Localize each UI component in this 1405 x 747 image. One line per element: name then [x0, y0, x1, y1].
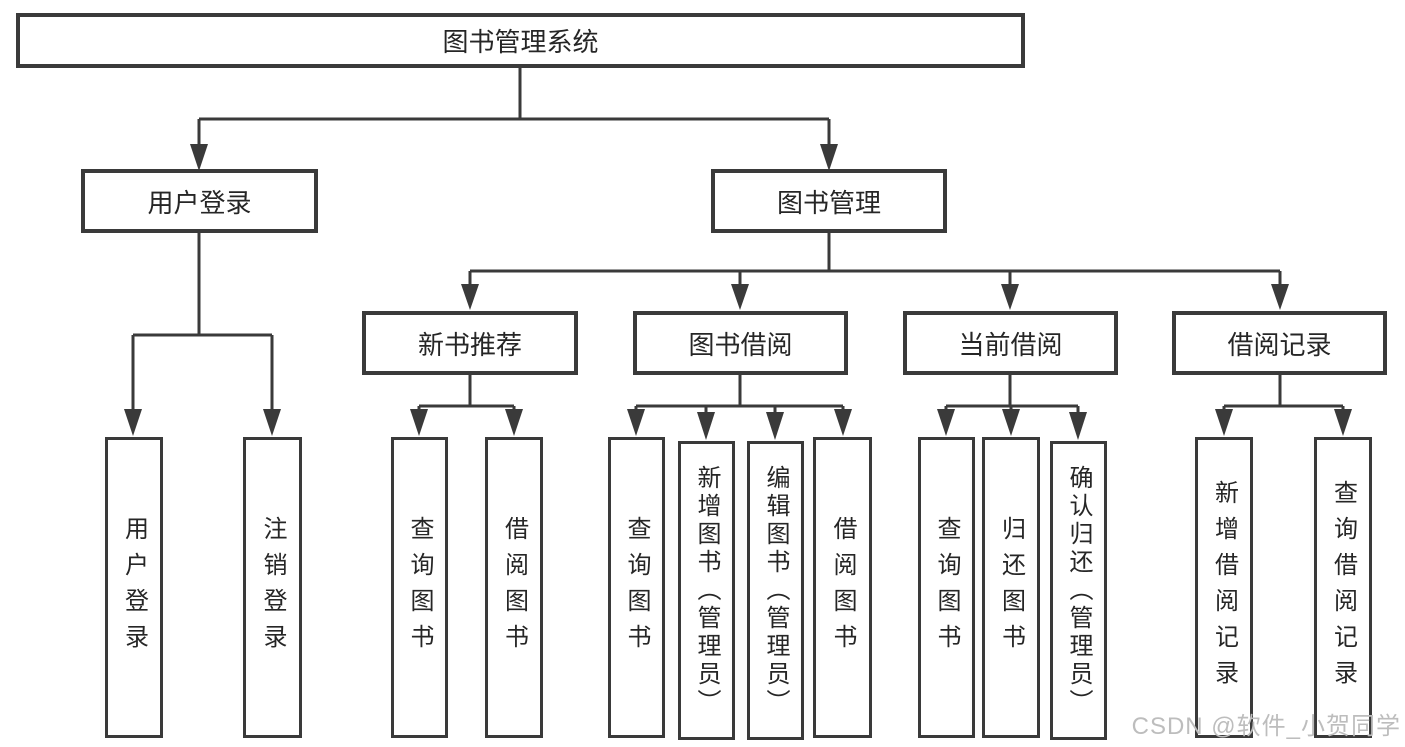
- node-new-book-recommend: 新书推荐: [362, 311, 578, 375]
- connector-book-borrow-children: [627, 375, 852, 440]
- leaf-query-books-current: 查询图书: [918, 437, 975, 738]
- node-borrow-records: 借阅记录: [1172, 311, 1387, 375]
- node-label: 借阅记录: [1227, 329, 1332, 360]
- leaf-return-books: 归还图书: [982, 437, 1040, 738]
- node-label: 新增图书（管理员）: [693, 464, 720, 717]
- leaf-borrow-books-recommend: 借阅图书: [485, 437, 543, 738]
- node-label: 新增借阅记录: [1210, 479, 1238, 696]
- leaf-add-borrow-record: 新增借阅记录: [1195, 437, 1253, 738]
- node-label: 借阅图书: [829, 515, 856, 660]
- leaf-query-books-borrow: 查询图书: [608, 437, 665, 738]
- leaf-confirm-return-admin: 确认归还（管理员）: [1050, 441, 1107, 740]
- node-library-system: 图书管理系统: [16, 13, 1025, 68]
- node-label: 查询图书: [406, 515, 433, 660]
- connector-new-book-children: [410, 375, 523, 436]
- node-label: 用户登录: [120, 515, 148, 660]
- node-label: 当前借阅: [958, 329, 1063, 360]
- node-label: 编辑图书（管理员）: [762, 464, 789, 717]
- node-label: 归还图书: [997, 515, 1025, 660]
- leaf-borrow-books: 借阅图书: [813, 437, 872, 738]
- node-label: 确认归还（管理员）: [1065, 464, 1092, 717]
- node-label: 借阅图书: [500, 515, 528, 660]
- node-book-management: 图书管理: [711, 169, 947, 233]
- node-label: 查询借阅记录: [1329, 479, 1357, 696]
- connector-user-login-children: [124, 233, 281, 436]
- leaf-logout: 注销登录: [243, 437, 302, 738]
- connector-current-borrow-children: [937, 375, 1087, 440]
- node-label: 注销登录: [259, 515, 286, 660]
- leaf-edit-books-admin: 编辑图书（管理员）: [747, 441, 804, 740]
- node-label: 图书管理系统: [442, 27, 599, 57]
- leaf-add-books-admin: 新增图书（管理员）: [678, 441, 735, 740]
- leaf-query-books-recommend: 查询图书: [391, 437, 448, 738]
- node-book-borrow: 图书借阅: [633, 311, 848, 375]
- node-label: 用户登录: [147, 187, 252, 218]
- csdn-watermark: CSDN @软件_小贺同学: [1131, 713, 1401, 740]
- node-label: 图书管理: [776, 187, 881, 218]
- node-label: 查询图书: [933, 515, 960, 660]
- connector-book-mgmt-children: [461, 233, 1289, 310]
- connector-borrow-records-children: [1215, 375, 1352, 436]
- connector-root-to-level2: [190, 68, 838, 171]
- node-label: 新书推荐: [417, 329, 522, 360]
- node-current-borrow: 当前借阅: [903, 311, 1118, 375]
- node-label: 图书借阅: [688, 329, 793, 360]
- node-label: 查询图书: [623, 515, 650, 660]
- leaf-query-borrow-record: 查询借阅记录: [1314, 437, 1372, 738]
- node-user-login: 用户登录: [81, 169, 318, 233]
- leaf-user-login: 用户登录: [105, 437, 163, 738]
